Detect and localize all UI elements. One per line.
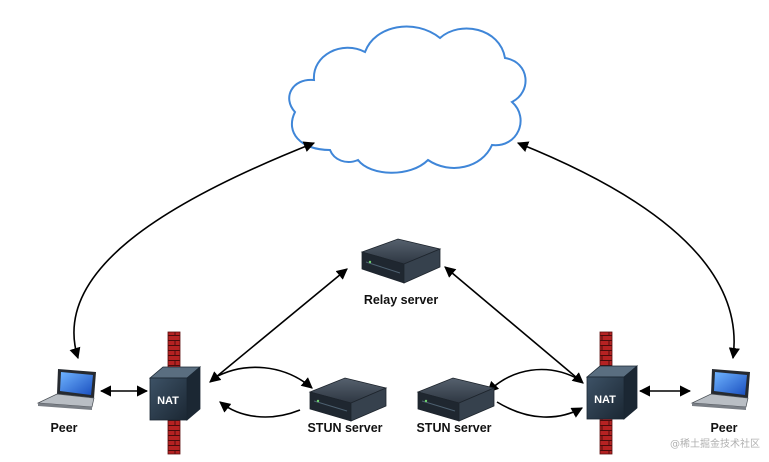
arrow-left-stun-to-nat: [219, 401, 301, 418]
peer-right-label: Peer: [710, 421, 737, 435]
peer-left-laptop-icon: [36, 369, 96, 410]
nat-left-label: NAT: [157, 395, 179, 407]
stun-server-left-icon: [308, 377, 388, 422]
peer-right-laptop-icon: [690, 369, 750, 410]
arrow-left-peer-cloud: [69, 141, 316, 360]
nat-right-icon: [585, 365, 639, 420]
peer-left-label: Peer: [50, 421, 77, 435]
arrow-right-peer-cloud: [516, 141, 740, 360]
arrow-right-nat-relay: [444, 266, 584, 384]
relay-server-label: Relay server: [364, 293, 439, 307]
arrow-right-stun-to-nat: [496, 401, 583, 418]
stun-server-right-icon: [416, 377, 496, 422]
stun-server-left-label: STUN server: [307, 421, 382, 435]
watermark: @稀土掘金技术社区: [670, 437, 760, 450]
arrow-left-nat-relay: [209, 268, 348, 383]
arrow-right-nat-to-stun: [487, 368, 581, 393]
nat-right-label: NAT: [594, 394, 616, 406]
internet-cloud: [288, 25, 527, 174]
relay-server-icon: [360, 238, 442, 284]
stun-server-right-label: STUN server: [416, 421, 491, 435]
nat-left-icon: [148, 366, 202, 421]
arrow-left-nat-to-stun: [211, 366, 313, 389]
